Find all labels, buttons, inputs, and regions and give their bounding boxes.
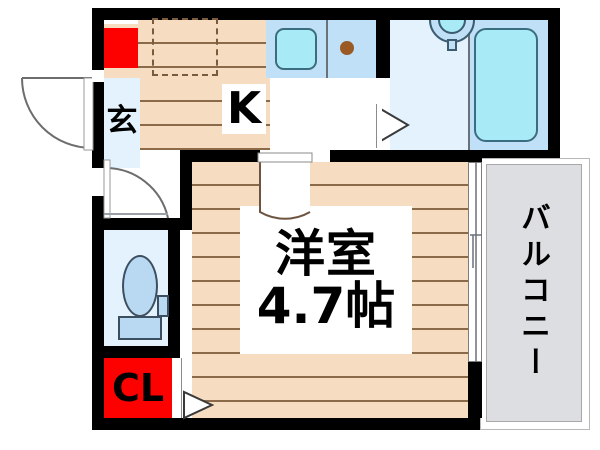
main-room-label-line1: 洋室 xyxy=(275,225,377,283)
wall-room-top-left xyxy=(180,150,260,162)
kitchen-label: K xyxy=(222,84,266,134)
wall-room-right-top xyxy=(468,150,482,162)
closet-block xyxy=(104,358,172,418)
shoe-cabinet xyxy=(104,28,138,68)
outer-wall-bottom xyxy=(92,418,480,430)
main-room-label: 洋室 4.7帖 xyxy=(240,206,412,354)
toilet-tank xyxy=(118,316,162,340)
closet-label: CL xyxy=(111,366,165,410)
kitchen-counter-hatch xyxy=(152,18,218,76)
toilet-flush-handle xyxy=(157,295,169,317)
toilet-bowl xyxy=(122,255,158,317)
stove-burner xyxy=(340,41,354,55)
balcony-floor xyxy=(486,164,582,422)
sink-stove-divider xyxy=(326,20,328,78)
wall-toilet-top xyxy=(104,218,180,230)
genkan-tile xyxy=(104,78,140,168)
balcony-sliding-door[interactable] xyxy=(468,162,482,362)
outer-wall-left-upper xyxy=(92,8,104,168)
wall-balcony-door-sill xyxy=(468,362,482,418)
outer-wall-right-upper xyxy=(548,8,560,158)
kitchen-sink-basin xyxy=(275,28,317,70)
bathroom-door-jamb xyxy=(376,104,382,148)
wall-kitchen-room-divider xyxy=(180,150,192,230)
wall-closet-top xyxy=(104,346,180,358)
wall-kitchen-bath-divider xyxy=(376,20,390,78)
genkan-label: 玄 xyxy=(106,102,138,139)
balcony-label: バルコニー xyxy=(515,202,550,382)
bathtub xyxy=(474,28,538,142)
wall-toilet-right xyxy=(168,230,180,358)
bathroom-floor xyxy=(390,20,468,150)
bathroom-zone-divider xyxy=(468,20,470,150)
outer-wall-left-lower xyxy=(92,196,104,430)
outer-wall-top xyxy=(92,8,560,20)
closet-door-jamb xyxy=(172,358,182,418)
entrance-door-panel xyxy=(92,70,104,82)
shoe-cabinet-top-line xyxy=(104,20,138,24)
main-room-label-line2: 4.7帖 xyxy=(256,277,396,335)
